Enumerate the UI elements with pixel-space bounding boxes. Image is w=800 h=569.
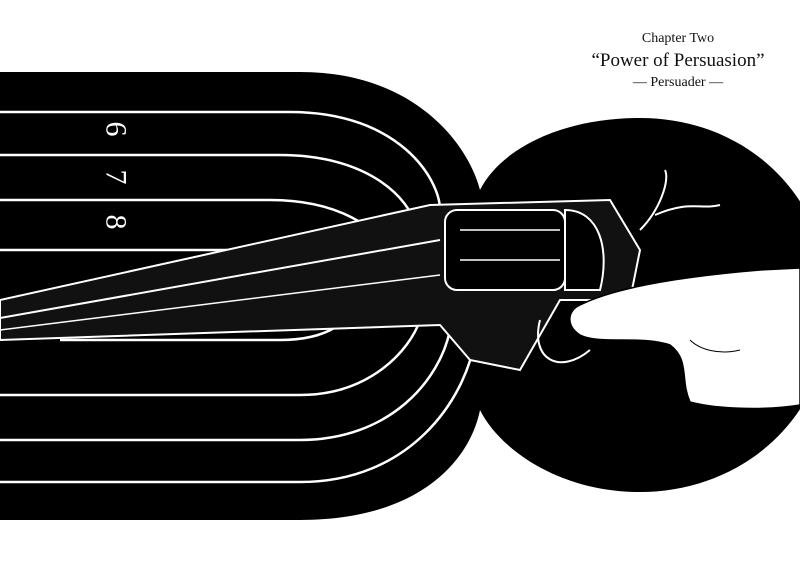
revolver <box>0 169 721 372</box>
chapter-subtitle: — Persuader — <box>632 75 724 90</box>
chapter-title: “Power of Persuasion” <box>591 50 765 71</box>
ring-number-6: 6 <box>99 121 133 137</box>
chapter-number: Chapter Two <box>641 31 715 46</box>
ring-number-7: 7 <box>99 169 133 185</box>
hand <box>569 267 800 410</box>
chapter-title-block: Chapter Two “Power of Persuasion” — Pers… <box>578 30 778 92</box>
ring-number-8: 8 <box>99 214 133 230</box>
